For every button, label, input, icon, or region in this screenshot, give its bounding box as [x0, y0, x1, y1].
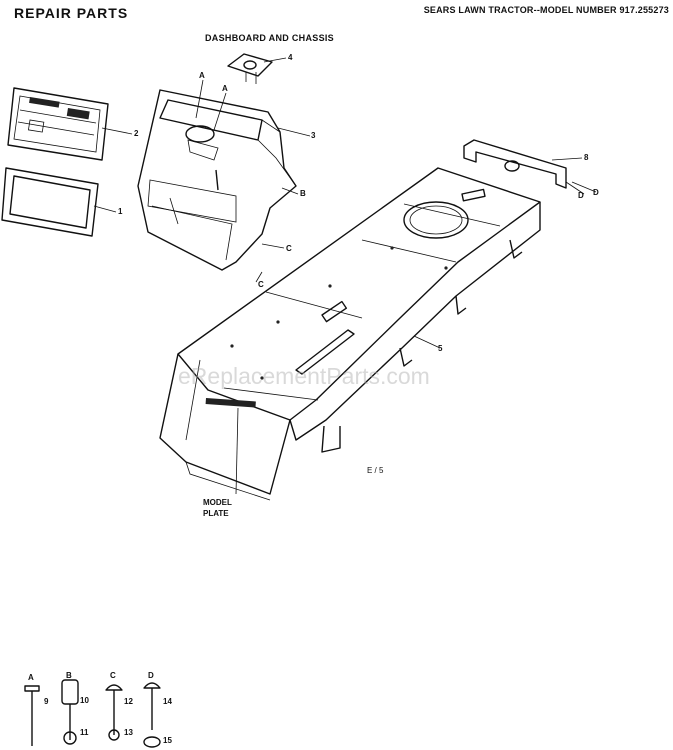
model-plate-label: MODEL PLATE — [203, 497, 232, 519]
callout-d-1: D — [578, 191, 584, 200]
hardware-letter-c: C — [110, 671, 116, 680]
page-code: E / 5 — [367, 466, 384, 475]
hardware-num-9: 9 — [44, 697, 49, 706]
bolt-a-icon — [24, 685, 40, 746]
model-plate-line-1: MODEL — [203, 498, 232, 507]
part-8-rear-bracket — [463, 139, 567, 189]
hardware-num-14: 14 — [163, 697, 172, 706]
hardware-num-12: 12 — [124, 697, 133, 706]
section-title: DASHBOARD AND CHASSIS — [205, 33, 334, 43]
callout-a-2: A — [222, 84, 228, 93]
leader-model-plate — [235, 407, 239, 495]
callout-4: 4 — [288, 53, 293, 62]
leader-8 — [551, 157, 583, 161]
hardware-num-15: 15 — [163, 736, 172, 745]
part-2-panel-plate — [7, 87, 109, 161]
leader-3 — [277, 127, 311, 137]
bolt-d-icon — [143, 682, 161, 748]
hardware-num-13: 13 — [124, 728, 133, 737]
part-4-mount — [227, 53, 273, 84]
leader-4 — [263, 57, 287, 63]
callout-3: 3 — [311, 131, 316, 140]
callout-c-2: C — [258, 280, 264, 289]
model-number-heading: SEARS LAWN TRACTOR--MODEL NUMBER 917.255… — [423, 5, 669, 15]
leader-2 — [101, 127, 133, 135]
hardware-num-11: 11 — [80, 728, 89, 737]
callout-c-1: C — [286, 244, 292, 253]
part-1-bezel — [1, 167, 99, 237]
callout-5: 5 — [438, 344, 443, 353]
bolt-b-icon — [61, 679, 79, 745]
leader-b — [281, 187, 299, 195]
hardware-letter-d: D — [148, 671, 154, 680]
callout-b: B — [300, 189, 306, 198]
leader-5 — [413, 335, 441, 349]
callout-8: 8 — [584, 153, 589, 162]
callout-2: 2 — [134, 129, 139, 138]
part-3-dashboard — [137, 89, 297, 271]
part-5-chassis-frame — [159, 167, 541, 501]
callout-1: 1 — [118, 207, 123, 216]
page-title: REPAIR PARTS — [14, 5, 129, 21]
hardware-letter-a: A — [28, 673, 34, 682]
bolt-c-icon — [105, 684, 123, 741]
watermark: eReplacementParts.com — [178, 363, 430, 389]
callout-d-2: D — [593, 188, 599, 197]
hardware-letter-b: B — [66, 671, 72, 680]
model-plate-line-2: PLATE — [203, 509, 229, 518]
hardware-num-10: 10 — [80, 696, 89, 705]
leader-1 — [93, 205, 117, 213]
callout-a-1: A — [199, 71, 205, 80]
